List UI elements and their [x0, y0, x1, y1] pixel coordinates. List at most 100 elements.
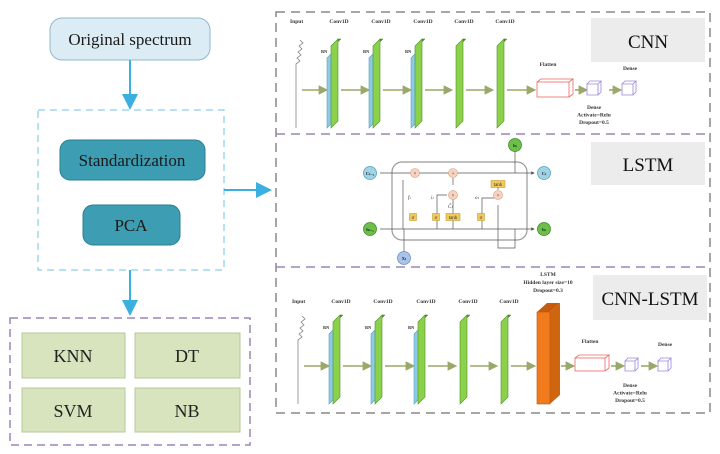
gate-symbol: oₜ	[475, 196, 480, 201]
classifier-label: SVM	[53, 401, 92, 421]
lstm-block-top	[537, 303, 560, 312]
dense-info-line: Dropout=0.5	[579, 120, 609, 126]
pointwise-op	[448, 190, 458, 200]
dense-info-line: Dropout=0.5	[615, 398, 645, 404]
input-label: Input	[290, 19, 303, 25]
gate-box	[490, 180, 506, 188]
gate-box	[432, 213, 440, 221]
lstm-title-box: LSTM	[591, 142, 705, 185]
dense-layer	[657, 357, 672, 372]
bn-label: BN	[321, 49, 328, 54]
dense-info-line: Dense	[587, 105, 602, 111]
conv1d-layer	[455, 38, 464, 129]
classifier-label: NB	[174, 401, 199, 421]
hidden-state	[537, 222, 551, 236]
lstm-info-line: Dropout=0.3	[533, 288, 563, 294]
flatten-layer-edge	[536, 78, 575, 98]
pointwise-op	[493, 190, 503, 200]
original-spectrum-label: Original spectrum	[68, 30, 191, 49]
gate-box	[445, 213, 461, 221]
dense-label: Dense	[623, 66, 638, 72]
conv1d-label: Conv1D	[416, 299, 435, 305]
cnn-title-box: CNN	[591, 18, 705, 62]
bn-label: BN	[408, 325, 415, 330]
flatten-layer-edge	[574, 354, 611, 372]
original-spectrum-box: Original spectrum	[49, 17, 211, 61]
standardization-label: Standardization	[79, 151, 186, 170]
bn-label: BN	[323, 325, 330, 330]
flatten-layer	[536, 81, 570, 98]
input-spectrum-icon	[297, 315, 306, 404]
dense-info-line: Dense	[623, 383, 638, 389]
conv1d-layer	[414, 38, 423, 129]
gate-symbol: iₜ	[431, 196, 434, 201]
gate-label: σ	[412, 216, 415, 221]
conv1d-label: Conv1D	[499, 299, 518, 305]
conv1d-layer	[330, 38, 339, 129]
cell-state	[537, 166, 551, 180]
conv1d-label: Conv1D	[495, 19, 514, 25]
pca-box: PCA	[82, 204, 181, 246]
classifier-nb: NB	[134, 387, 241, 433]
preprocessing-group	[37, 109, 225, 271]
cnn-lstm-title-box: CNN-LSTM	[593, 275, 707, 320]
lstm-block-side	[550, 303, 560, 404]
hidden-state-label: hₜ	[542, 227, 547, 232]
lstm-title: LSTM	[623, 155, 674, 176]
pointwise-op-symbol: ×	[452, 194, 455, 199]
lstm-connection	[497, 205, 516, 249]
cnn-architecture: Input Conv1D BN Conv1D BN Conv1D BN Conv1D Conv1…	[290, 19, 638, 129]
flatten-layer	[574, 357, 606, 372]
hidden-state-prev-label: hₜ₋₁	[366, 227, 374, 232]
conv1d-label: Conv1D	[373, 299, 392, 305]
dense-label: Dense	[658, 342, 673, 348]
classifier-dt: DT	[134, 332, 241, 379]
hidden-output	[508, 138, 522, 152]
conv1d-layer	[459, 314, 468, 405]
pointwise-op-symbol: +	[452, 172, 455, 177]
gate-label: σ	[435, 216, 438, 221]
dense-layer	[586, 80, 602, 96]
conv1d-label: Conv1D	[329, 19, 348, 25]
gate-label: tanh	[494, 183, 503, 188]
lstm-cell-boundary	[391, 161, 528, 241]
gate-symbol: C̃ₜ	[448, 204, 453, 210]
input-label: Input	[292, 299, 305, 305]
gate-label: tanh	[449, 216, 458, 221]
bn-label: BN	[363, 49, 370, 54]
standardization-box: Standardization	[59, 139, 206, 181]
classifier-group	[9, 317, 251, 446]
flatten-label: Flatten	[540, 62, 557, 68]
conv1d-layer	[417, 314, 426, 405]
input-spectrum-icon	[295, 39, 304, 128]
pca-label: PCA	[114, 216, 148, 235]
conv1d-label: Conv1D	[413, 19, 432, 25]
hidden-state-prev	[363, 222, 377, 236]
cnn-title: CNN	[628, 32, 668, 53]
conv1d-layer	[500, 314, 509, 405]
cnn-lstm-title: CNN-LSTM	[601, 289, 698, 310]
gate-box	[477, 213, 485, 221]
conv1d-layer	[374, 314, 383, 405]
bn-label: BN	[405, 49, 412, 54]
conv1d-layer	[332, 314, 341, 405]
conv1d-label: Conv1D	[454, 19, 473, 25]
conv1d-label: Conv1D	[331, 299, 350, 305]
dense-layer	[624, 357, 639, 372]
lstm-connection	[436, 194, 447, 229]
classifier-svm: SVM	[21, 387, 126, 433]
classifier-label: KNN	[54, 346, 93, 366]
conv1d-label: Conv1D	[371, 19, 390, 25]
pointwise-op-symbol: ×	[497, 194, 500, 199]
cell-state-prev	[363, 166, 377, 180]
models-group	[275, 11, 711, 414]
input-xt	[397, 251, 411, 265]
pointwise-op	[410, 168, 420, 178]
dense-info-line: Activate=Relu	[577, 113, 611, 119]
hidden-output-label: hₜ	[513, 143, 518, 148]
dense-info-line: Activate=Relu	[613, 391, 647, 397]
dense-layer	[621, 80, 637, 96]
bn-label: BN	[365, 325, 372, 330]
